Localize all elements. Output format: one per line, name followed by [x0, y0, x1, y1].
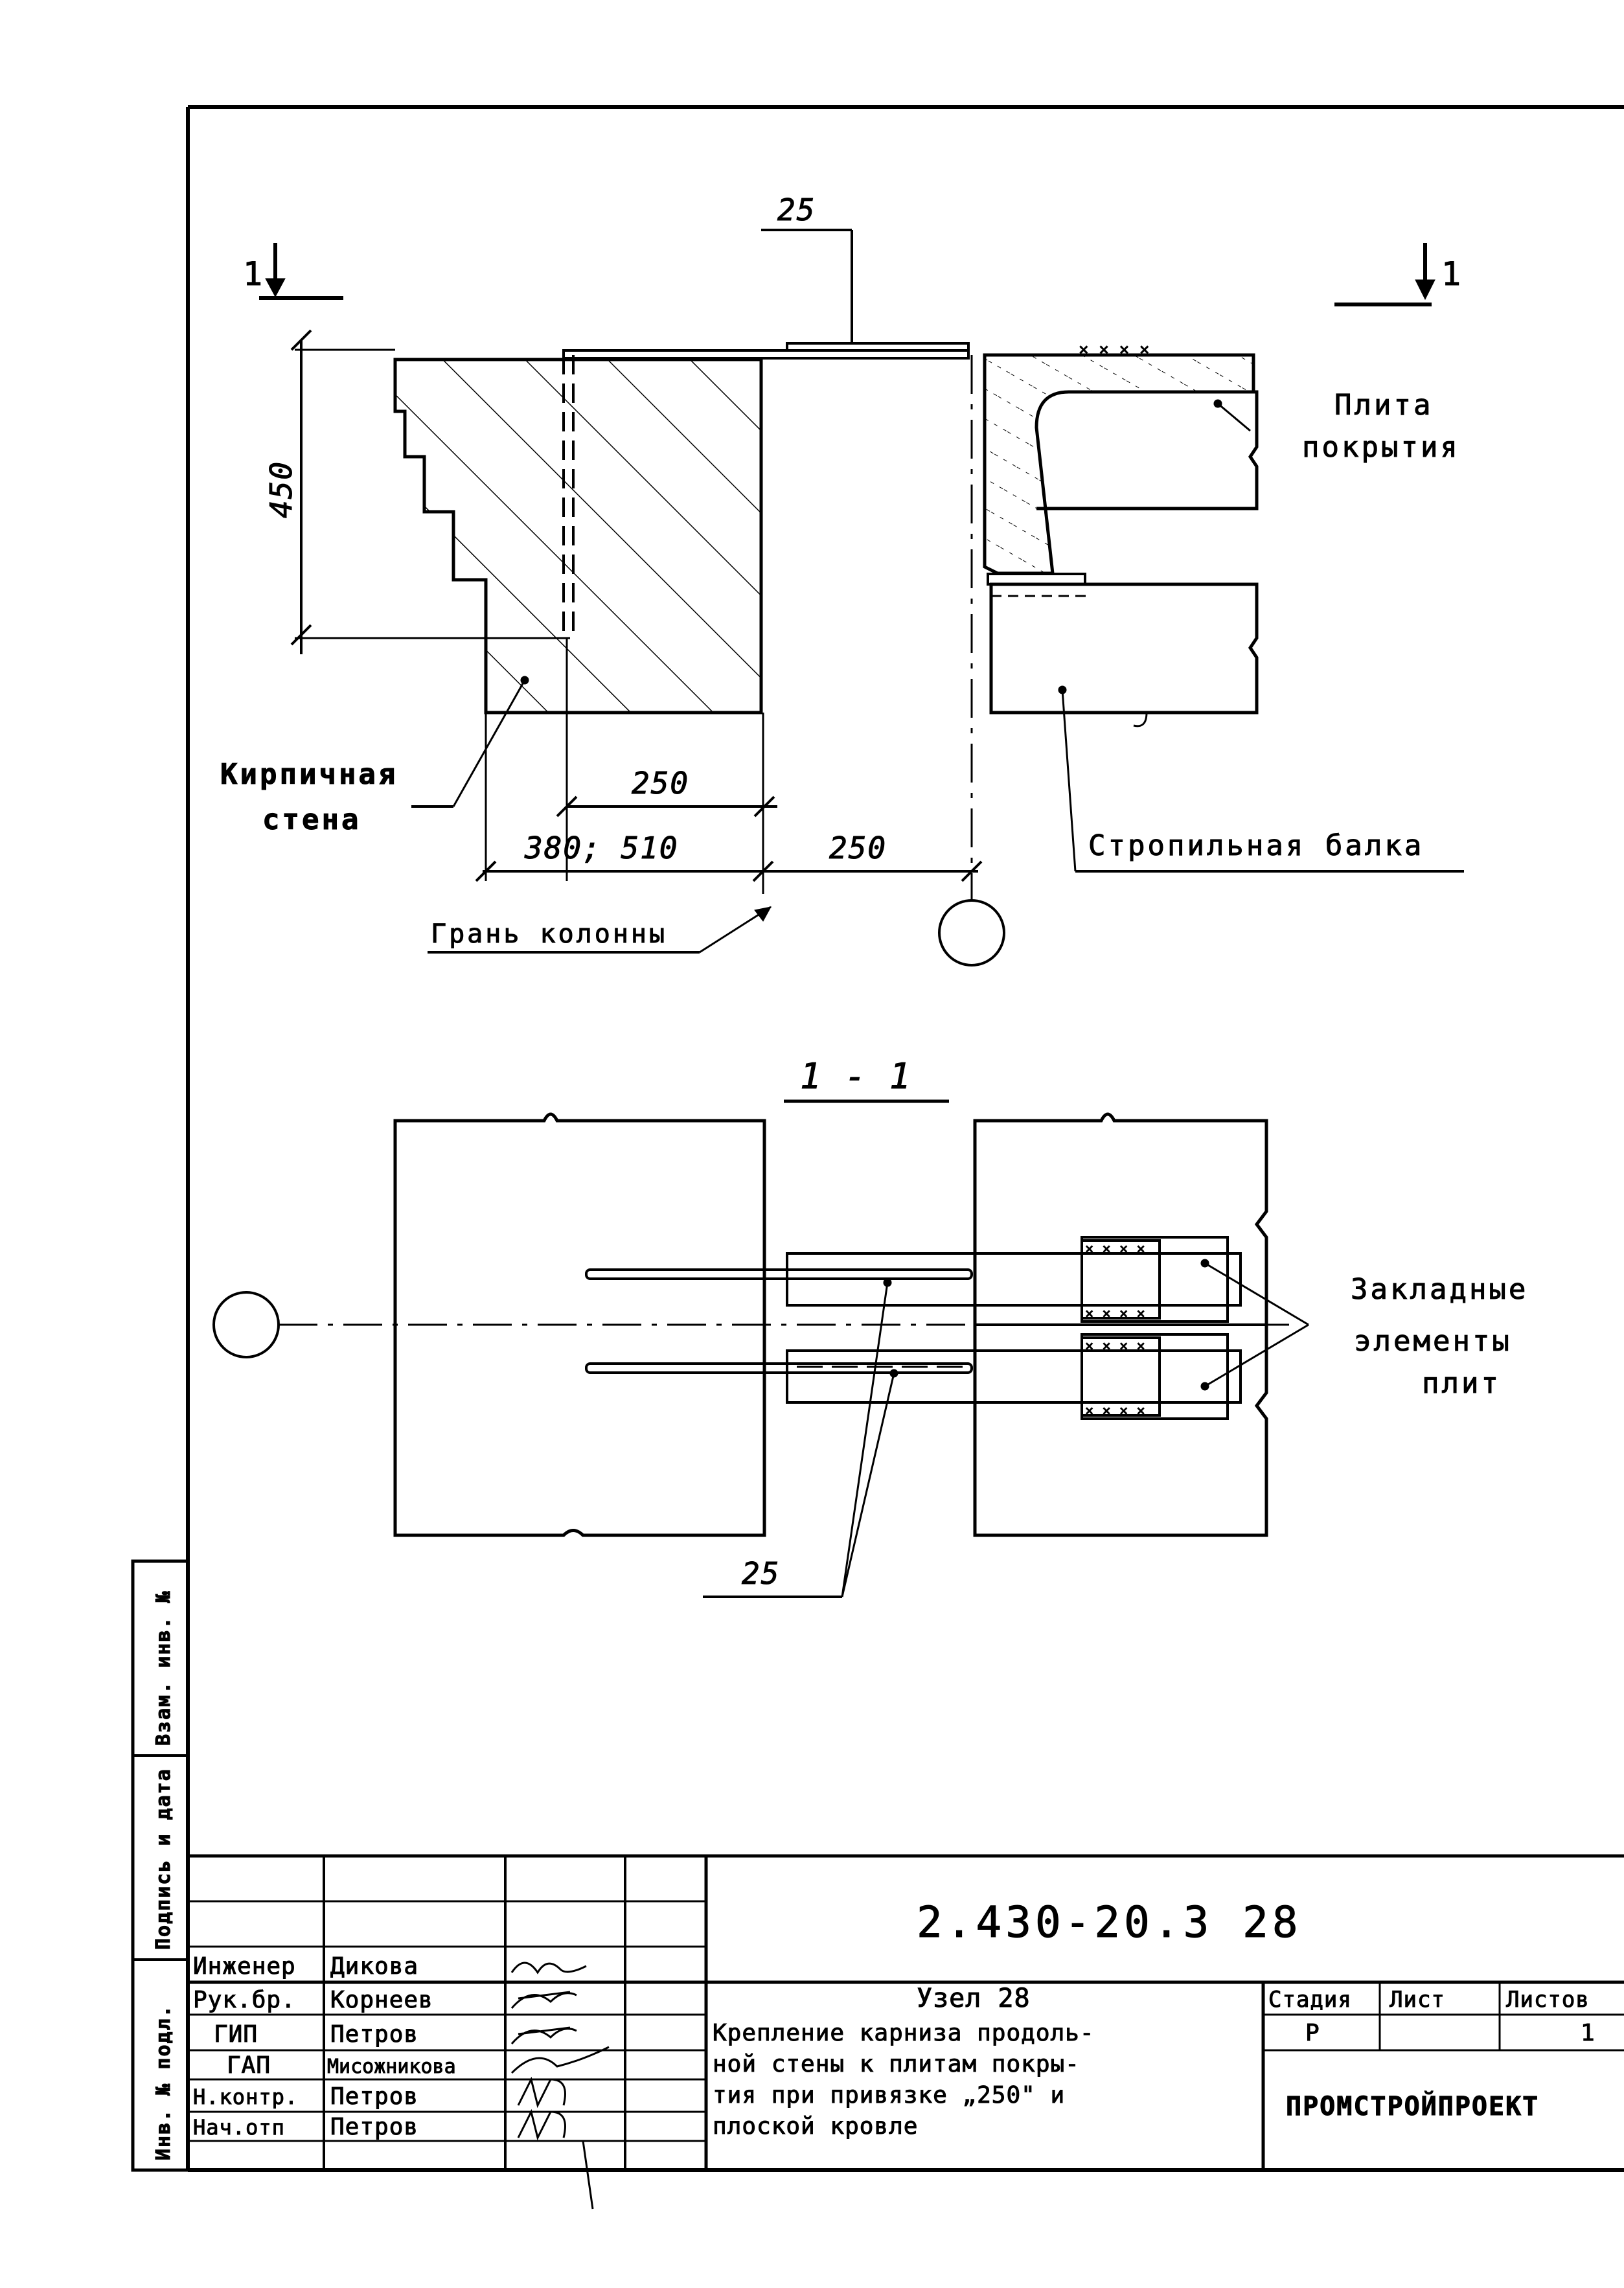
svg-text:× × × ×: × × × × — [1085, 1306, 1145, 1322]
section-right-panel — [973, 1112, 1268, 1537]
role-6: Нач.отп — [193, 2115, 285, 2140]
plan-view: × × × × — [220, 192, 1464, 967]
name-6: Петров — [330, 2114, 418, 2140]
brick-wall — [393, 358, 763, 715]
doc-code: 2.430-20.3 28 — [917, 1897, 1302, 1947]
svg-text:× × × ×: × × × × — [1079, 340, 1150, 360]
label-embedded-line2: элементы — [1354, 1325, 1512, 1358]
name-2: Корнеев — [330, 1987, 433, 2013]
desc-line2: ной стены к плитам покры- — [713, 2051, 1080, 2077]
sheets-value: 1 — [1581, 2020, 1595, 2046]
name-3: Петров — [330, 2021, 418, 2048]
role-1: Инженер — [193, 1953, 296, 1980]
roof-slab — [1036, 390, 1259, 510]
desc-line3: тия при привязке „250" и — [713, 2082, 1065, 2109]
label-embedded-line1: Закладные — [1351, 1273, 1528, 1306]
section-mark-right-label: 1 — [1441, 255, 1463, 293]
label-wall-line2: стена — [262, 803, 361, 836]
section-1-1: × × × × × × × × × × × × × × × × 1 - 1 За… — [212, 1056, 1528, 1598]
label-slab-line2: покрытия — [1302, 431, 1460, 464]
section-mark-right — [1334, 243, 1435, 306]
sheets-header: Листов — [1506, 1987, 1590, 2013]
name-4: Мисожникова — [327, 2055, 456, 2078]
role-5: Н.контр. — [193, 2085, 298, 2109]
title-block: Инженер Дикова Рук.бр. Корнеев ГИП Петро… — [188, 1854, 1624, 2210]
name-5: Петров — [330, 2083, 418, 2110]
signatures — [510, 1962, 610, 2210]
axis-marker-section — [212, 1291, 280, 1358]
sheet-header: Лист — [1390, 1987, 1445, 2013]
side-stamp-cell3: Взам. инв. № — [152, 1590, 175, 1746]
section-left-panel — [393, 1112, 766, 1537]
side-stamp-cell1: Инв. № подл. — [152, 2004, 175, 2160]
section-mark-left — [259, 243, 343, 300]
name-1: Дикова — [330, 1953, 418, 1980]
label-beam: Стропильная балка — [1088, 829, 1424, 862]
svg-text:× × × ×: × × × × — [1085, 1241, 1145, 1257]
org-name: ПРОМСТРОЙПРОЕКТ — [1286, 2090, 1539, 2122]
rafter-beam — [989, 582, 1259, 715]
stage-value: Р — [1305, 2020, 1320, 2046]
dim-380-510: 380; 510 — [524, 830, 679, 865]
stage-header: Стадия — [1268, 1987, 1352, 2013]
role-3: ГИП — [214, 2021, 258, 2048]
dim-450: 450 — [264, 461, 299, 518]
svg-text:× × × ×: × × × × — [1085, 1338, 1145, 1355]
dim-250-upper: 250 — [632, 766, 689, 801]
svg-text:× × × ×: × × × × — [1085, 1403, 1145, 1419]
section-mark-left-label: 1 — [243, 255, 265, 293]
role-2: Рук.бр. — [193, 1987, 296, 2013]
label-slab-line1: Плита — [1334, 389, 1433, 422]
dim-250-lower: 250 — [829, 830, 887, 865]
dim-25-top: 25 — [777, 192, 816, 227]
side-stamp: Взам. инв. № Подпись и дата Инв. № подл. — [131, 1559, 190, 2172]
side-stamp-cell2: Подпись и дата — [152, 1768, 175, 1950]
dim-25-bottom: 25 — [742, 1556, 780, 1591]
label-wall-line1: Кирпичная — [220, 758, 398, 791]
node-title: Узел 28 — [917, 1984, 1031, 2013]
desc-line1: Крепление карниза продоль- — [713, 2020, 1095, 2046]
role-4: ГАП — [227, 2052, 271, 2079]
axis-marker-plan — [938, 899, 1005, 967]
label-column-face: Грань колонны — [431, 919, 667, 949]
desc-line4: плоской кровле — [713, 2113, 918, 2140]
label-embedded-line3: плит — [1422, 1367, 1501, 1400]
section-title: 1 - 1 — [800, 1056, 912, 1097]
